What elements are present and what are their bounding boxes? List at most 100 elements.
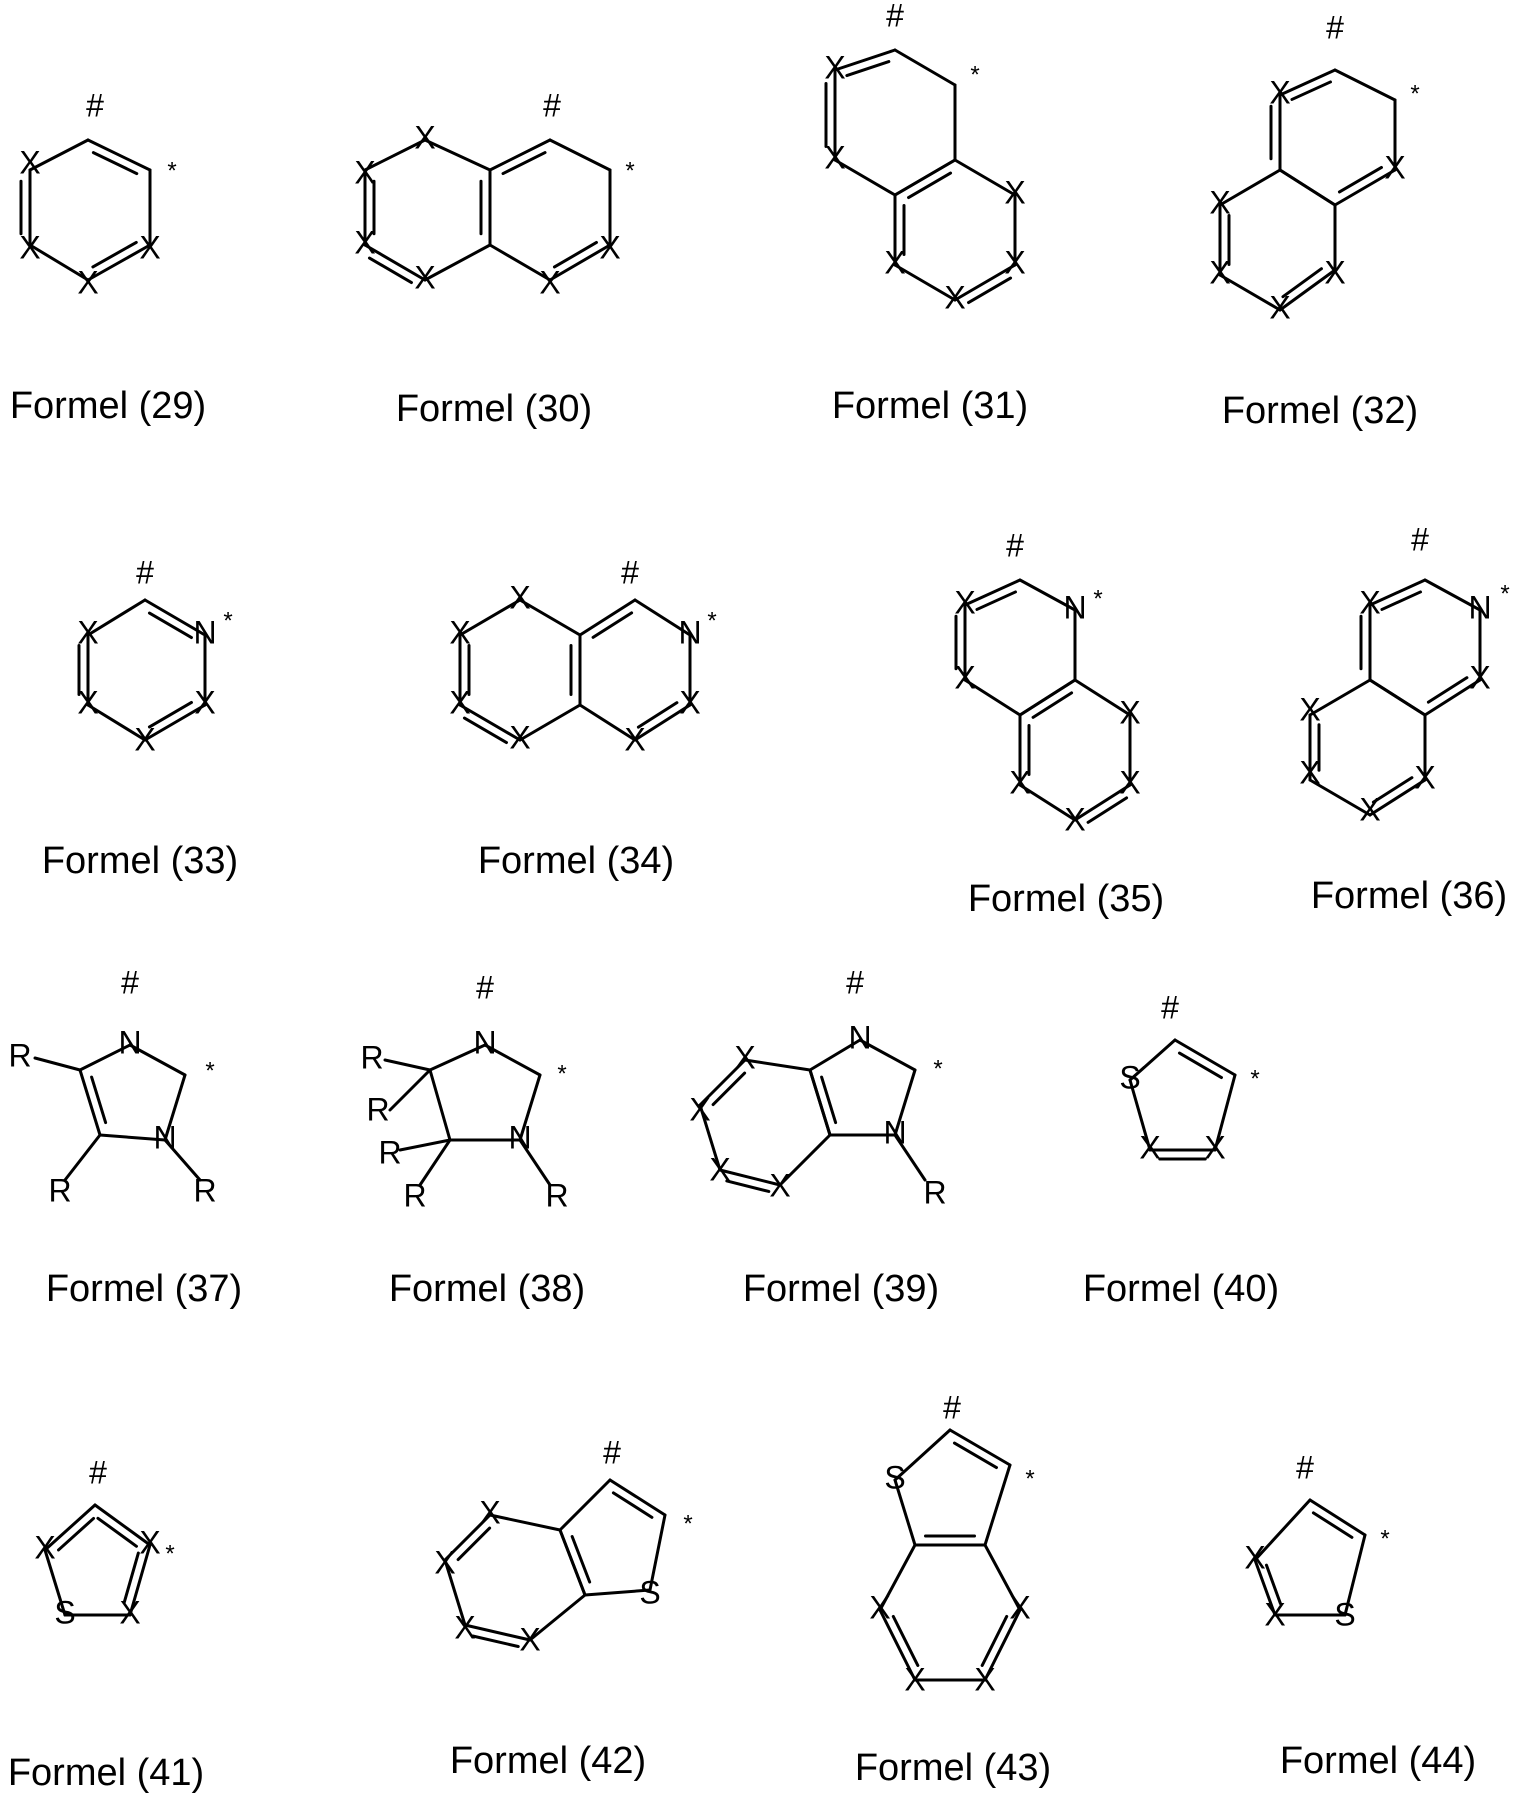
atom-x: X: [624, 721, 645, 757]
atom-x: X: [19, 144, 40, 180]
atom-x: X: [77, 684, 98, 720]
atom-x: X: [944, 279, 965, 315]
atom-x: X: [1244, 1539, 1265, 1575]
bond-line: [895, 50, 955, 85]
atom-x: X: [449, 614, 470, 650]
atom-x: X: [1299, 754, 1320, 790]
atom-x: X: [139, 1524, 160, 1560]
atom-x: X: [954, 659, 975, 695]
star-marker: *: [1250, 1065, 1259, 1092]
atom-r: R: [378, 1134, 401, 1170]
atom-x: X: [1324, 254, 1345, 290]
atom-s: S: [884, 1459, 905, 1495]
caption-formel-43: Formel (43): [855, 1747, 1051, 1790]
atom-x: X: [734, 1039, 755, 1075]
atom-x: X: [824, 139, 845, 175]
hash-marker: #: [886, 0, 904, 33]
atom-x: X: [1269, 289, 1290, 325]
caption-formel-35: Formel (35): [968, 878, 1164, 921]
caption-formel-29: Formel (29): [10, 385, 206, 428]
double-bond-line: [473, 1636, 519, 1647]
atom-x: X: [77, 264, 98, 300]
atom-x: X: [689, 1091, 710, 1127]
atom-x: X: [1204, 1129, 1225, 1165]
atom-x: X: [539, 264, 560, 300]
bond-line: [80, 1070, 100, 1135]
double-bond-line: [1428, 678, 1467, 703]
atom-x: X: [1359, 791, 1380, 827]
double-bond-line: [149, 702, 191, 727]
double-bond-line: [1292, 82, 1331, 100]
atom-n: N: [1063, 589, 1086, 625]
atom-x: X: [1139, 1129, 1160, 1165]
atom-x: X: [434, 1544, 455, 1580]
caption-formel-36: Formel (36): [1311, 875, 1507, 918]
atom-x: X: [1264, 1596, 1285, 1632]
atom-x: X: [509, 579, 530, 615]
hash-marker: #: [1411, 521, 1429, 557]
caption-formel-41: Formel (41): [8, 1752, 204, 1795]
star-marker: *: [557, 1060, 566, 1087]
atom-x: X: [34, 1529, 55, 1565]
atom-x: X: [414, 259, 435, 295]
atom-x: X: [904, 1661, 925, 1697]
bond-line: [390, 1070, 430, 1110]
caption-formel-33: Formel (33): [42, 840, 238, 883]
atom-x: X: [1009, 1589, 1030, 1625]
atom-s: S: [1334, 1596, 1355, 1632]
hash-marker: #: [136, 554, 154, 590]
bond-line: [1280, 170, 1335, 205]
atom-x: X: [769, 1167, 790, 1203]
atom-x: X: [354, 154, 375, 190]
atom-x: X: [354, 224, 375, 260]
atom-s: S: [54, 1594, 75, 1630]
double-bond-line: [977, 592, 1016, 610]
atom-x: X: [1119, 694, 1140, 730]
double-bond-line: [503, 153, 545, 174]
atom-x: X: [709, 1151, 730, 1187]
double-bond-line: [1033, 693, 1072, 718]
double-bond-line: [93, 242, 136, 266]
bond-line: [895, 160, 955, 195]
bond-line: [550, 140, 610, 170]
caption-formel-32: Formel (32): [1222, 390, 1418, 433]
hash-marker: #: [1296, 1449, 1314, 1485]
atom-r: R: [923, 1174, 946, 1210]
caption-formel-30: Formel (30): [396, 388, 592, 431]
atom-x: X: [1414, 759, 1435, 795]
atom-n: N: [883, 1114, 906, 1150]
caption-formel-42: Formel (42): [450, 1740, 646, 1783]
bond-line: [35, 1058, 80, 1070]
atom-x: X: [194, 684, 215, 720]
atom-x: X: [1209, 184, 1230, 220]
double-bond-line: [1313, 1513, 1352, 1538]
atom-s: S: [1119, 1059, 1140, 1095]
star-marker: *: [933, 1055, 942, 1082]
hash-marker: #: [1326, 9, 1344, 45]
hash-marker: #: [1006, 527, 1024, 563]
hash-marker: #: [943, 1389, 961, 1425]
atom-n: N: [508, 1119, 531, 1155]
atom-x: X: [119, 1594, 140, 1630]
atom-r: R: [360, 1039, 383, 1075]
atom-x: X: [869, 1589, 890, 1625]
star-marker: *: [970, 61, 979, 88]
atom-x: X: [1469, 659, 1490, 695]
double-bond-line: [909, 173, 951, 198]
atom-x: X: [479, 1494, 500, 1530]
double-bond-line: [93, 153, 136, 174]
atom-x: X: [954, 584, 975, 620]
atom-n: N: [678, 614, 701, 650]
atom-x: X: [1384, 149, 1405, 185]
atom-x: X: [1009, 764, 1030, 800]
hash-marker: #: [121, 964, 139, 1000]
bond-line: [1335, 70, 1395, 100]
double-bond-line: [1179, 1053, 1221, 1078]
atom-x: X: [974, 1661, 995, 1697]
atom-x: X: [599, 229, 620, 265]
double-bond-line: [1088, 798, 1127, 823]
atom-x: X: [1269, 74, 1290, 110]
double-bond-line: [1339, 167, 1381, 192]
double-bond-line: [1382, 592, 1421, 610]
